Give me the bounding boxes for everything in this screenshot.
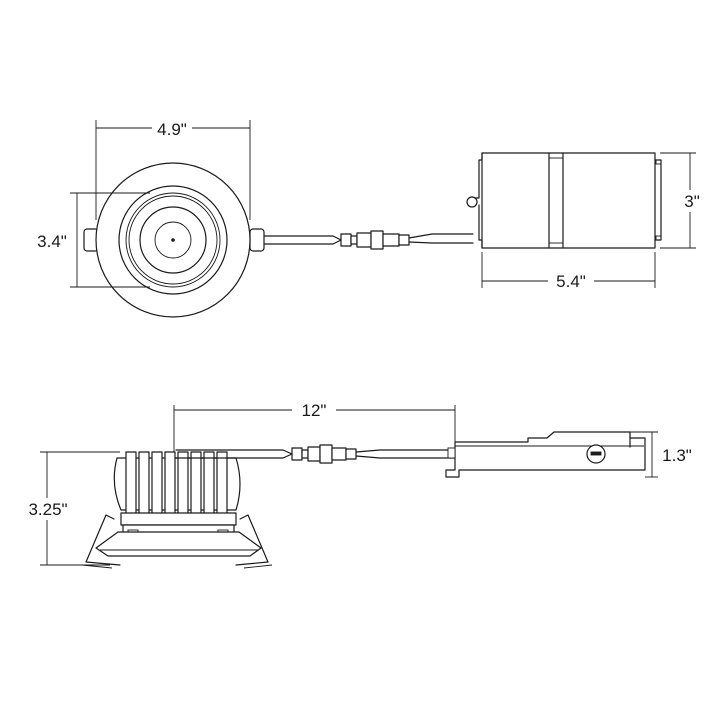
right-spring (235, 514, 269, 566)
lens-center-dot (171, 238, 175, 242)
side-housing (120, 512, 237, 526)
side-cable-3 (355, 449, 456, 453)
lens (154, 221, 192, 259)
label-junction-box-height-side: 1.3" (662, 446, 692, 465)
left-spring (85, 514, 121, 566)
side-trim (95, 531, 262, 557)
top-junction-box (466, 152, 662, 249)
side-connector (291, 444, 357, 464)
side-cable-4 (355, 455, 456, 459)
top-cable-3 (408, 233, 474, 239)
label-trim-diameter: 4.9" (157, 120, 187, 139)
side-view (40, 405, 658, 569)
side-junction-box (445, 431, 646, 478)
side-cable-2 (175, 453, 293, 459)
label-cable-length: 12" (302, 401, 327, 420)
label-cutout-height: 3.4" (37, 232, 67, 251)
lens-ring (139, 206, 207, 274)
label-fixture-height: 3.25" (28, 500, 67, 519)
top-connector (340, 230, 410, 250)
housing-ring-2 (128, 195, 218, 285)
housing-outer (118, 185, 228, 295)
top-view (70, 120, 696, 318)
right-mounting-clip (249, 228, 265, 252)
label-junction-box-height-top: 3" (684, 192, 700, 211)
side-cable-1 (175, 449, 293, 455)
label-junction-box-length: 5.4" (556, 272, 586, 291)
dimension-labels: 4.9" 3.4" 3" 5.4" 12" 3.25" 1.3" (18, 117, 707, 520)
top-cable-1 (263, 235, 342, 241)
top-cable-4 (408, 241, 474, 244)
housing-ring-1 (125, 192, 221, 288)
top-cable-2 (263, 239, 342, 245)
heat-sink (113, 451, 241, 515)
